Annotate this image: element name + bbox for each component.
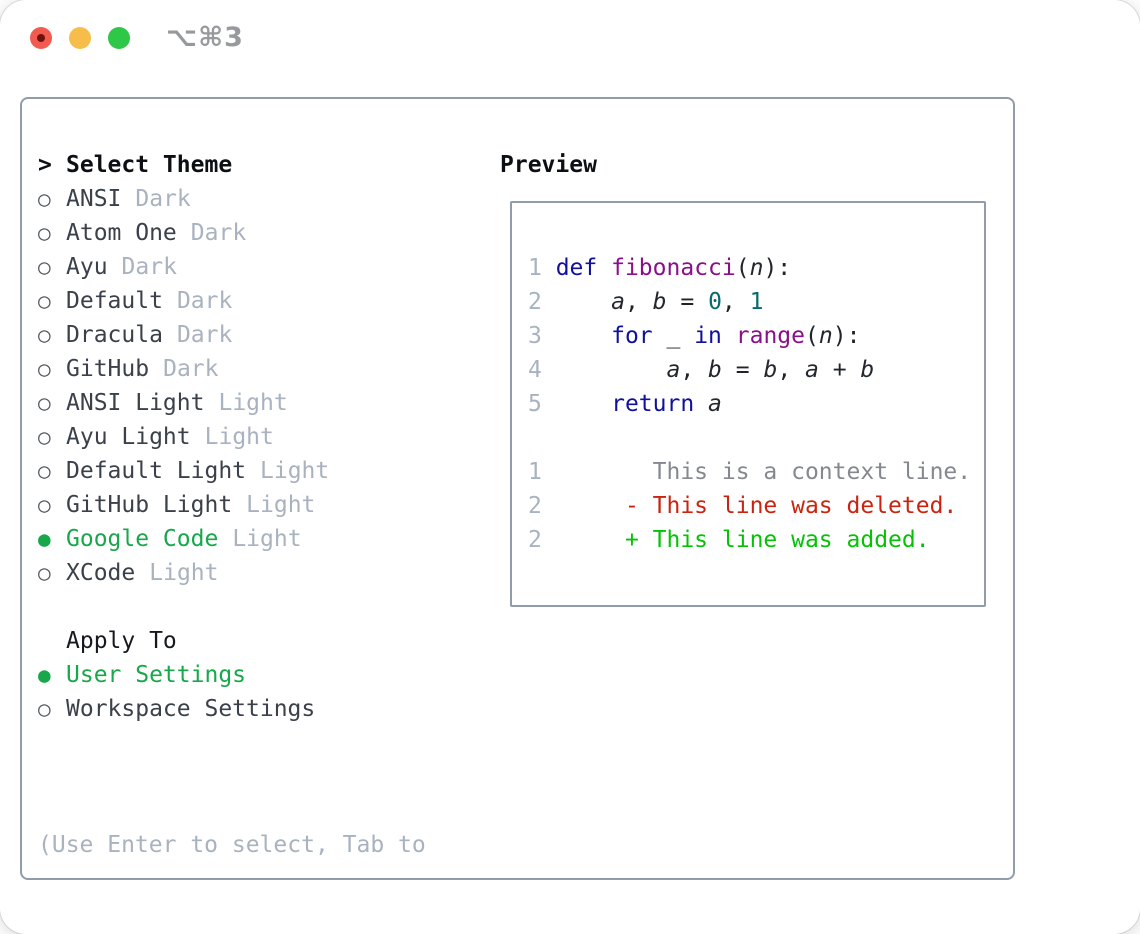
select-theme-header: > Select Theme [38,148,498,182]
line-number: 4 [528,357,556,383]
radio-icon: ○ [38,187,51,211]
radio-icon: ○ [38,255,51,279]
radio-selected-icon: ● [38,663,51,687]
radio-icon: ○ [38,697,51,721]
theme-option-ansi[interactable]: ○ ANSI Dark [38,182,498,216]
radio-icon: ○ [38,459,51,483]
option-variant-label: Light [149,560,219,586]
option-variant-label: Dark [135,186,191,212]
window-title-shortcut: ⌥⌘3 [166,22,244,53]
code-line: 3 for _ in range(n): [528,323,861,349]
option-variant-label: Light [232,526,302,552]
theme-option-ayu-light[interactable]: ○ Ayu Light Light [38,420,498,454]
radio-icon: ○ [38,425,51,449]
option-label: GitHub [66,356,150,382]
line-number: 2 [528,493,556,519]
apply-to-header: Apply To [38,624,498,658]
line-number: 3 [528,323,556,349]
selection-caret-icon: > [38,152,52,178]
radio-icon: ○ [38,289,51,313]
code-line: 1 def fibonacci(n): [528,255,792,281]
code-line: 4 a, b = b, a + b [528,357,875,383]
radio-icon: ○ [38,221,51,245]
option-label: ANSI Light [66,390,205,416]
apply-option-workspace-settings[interactable]: ○ Workspace Settings [38,692,498,726]
option-label: GitHub Light [66,492,233,518]
option-label: Default Light [66,458,247,484]
line-number: 5 [528,391,556,417]
option-label: Google Code [66,526,219,552]
option-variant-label: Light [246,492,316,518]
code-line: 2 + This line was added. [528,527,930,553]
line-number: 1 [528,255,556,281]
line-number: 1 [528,459,556,485]
preview-title: Preview [500,152,597,178]
option-label: ANSI [66,186,122,212]
radio-icon: ○ [38,391,51,415]
close-dot-icon [37,34,45,42]
code-line: 5 return a [528,391,722,417]
option-label: User Settings [66,662,247,688]
apply-to-title: Apply To [66,628,177,654]
option-label: Default [66,288,163,314]
option-label: Atom One [66,220,177,246]
option-variant-label: Light [204,424,274,450]
theme-option-dracula[interactable]: ○ Dracula Dark [38,318,498,352]
preview-box: 1 def fibonacci(n): 2 a, b = 0, 1 3 for _ … [510,201,986,607]
radio-icon: ○ [38,323,51,347]
minimize-button[interactable] [69,27,91,49]
code-preview: 1 def fibonacci(n): 2 a, b = 0, 1 3 for _ … [512,203,984,557]
hint-line-1: (Use Enter to select, Tab to [38,832,426,858]
option-label: Ayu Light [66,424,191,450]
theme-option-ayu[interactable]: ○ Ayu Dark [38,250,498,284]
option-variant-label: Dark [121,254,177,280]
option-label: Ayu [66,254,108,280]
code-line: 2 - This line was deleted. [528,493,958,519]
theme-option-atom-one[interactable]: ○ Atom One Dark [38,216,498,250]
option-label: XCode [66,560,136,586]
option-variant-label: Dark [176,288,233,314]
hint-line-2: change focus) [38,930,498,934]
line-number: 2 [528,289,556,315]
theme-option-xcode[interactable]: ○ XCode Light [38,556,498,590]
radio-icon: ○ [38,561,51,585]
titlebar: ⌥⌘3 [0,0,1140,78]
option-variant-label: Light [260,458,330,484]
apply-option-user-settings[interactable]: ● User Settings [38,658,498,692]
code-line: 1 This is a context line. [528,459,972,485]
code-line [528,421,984,455]
theme-option-github[interactable]: ○ GitHub Dark [38,352,498,386]
option-label: Workspace Settings [66,696,316,722]
code-line: 2 a, b = 0, 1 [528,289,764,315]
spacer [38,726,498,760]
option-variant-label: Light [218,390,288,416]
radio-icon: ○ [38,357,51,381]
option-variant-label: Dark [176,322,233,348]
option-variant-label: Dark [163,356,219,382]
theme-option-default[interactable]: ○ Default Dark [38,284,498,318]
radio-selected-icon: ● [38,527,51,551]
theme-option-ansi-light[interactable]: ○ ANSI Light Light [38,386,498,420]
radio-icon: ○ [38,493,51,517]
close-button[interactable] [30,27,52,49]
theme-option-default-light[interactable]: ○ Default Light Light [38,454,498,488]
maximize-button[interactable] [108,27,130,49]
select-theme-title: Select Theme [66,152,233,178]
hint-text: (Use Enter to select, Tab to change focu… [38,760,498,934]
line-number: 2 [528,527,556,553]
option-variant-label: Dark [190,220,247,246]
spacer [38,590,498,624]
theme-option-github-light[interactable]: ○ GitHub Light Light [38,488,498,522]
apply-to-list: ● User Settings ○ Workspace Settings [38,658,498,726]
option-label: Dracula [66,322,163,348]
theme-option-google-code[interactable]: ● Google Code Light [38,522,498,556]
